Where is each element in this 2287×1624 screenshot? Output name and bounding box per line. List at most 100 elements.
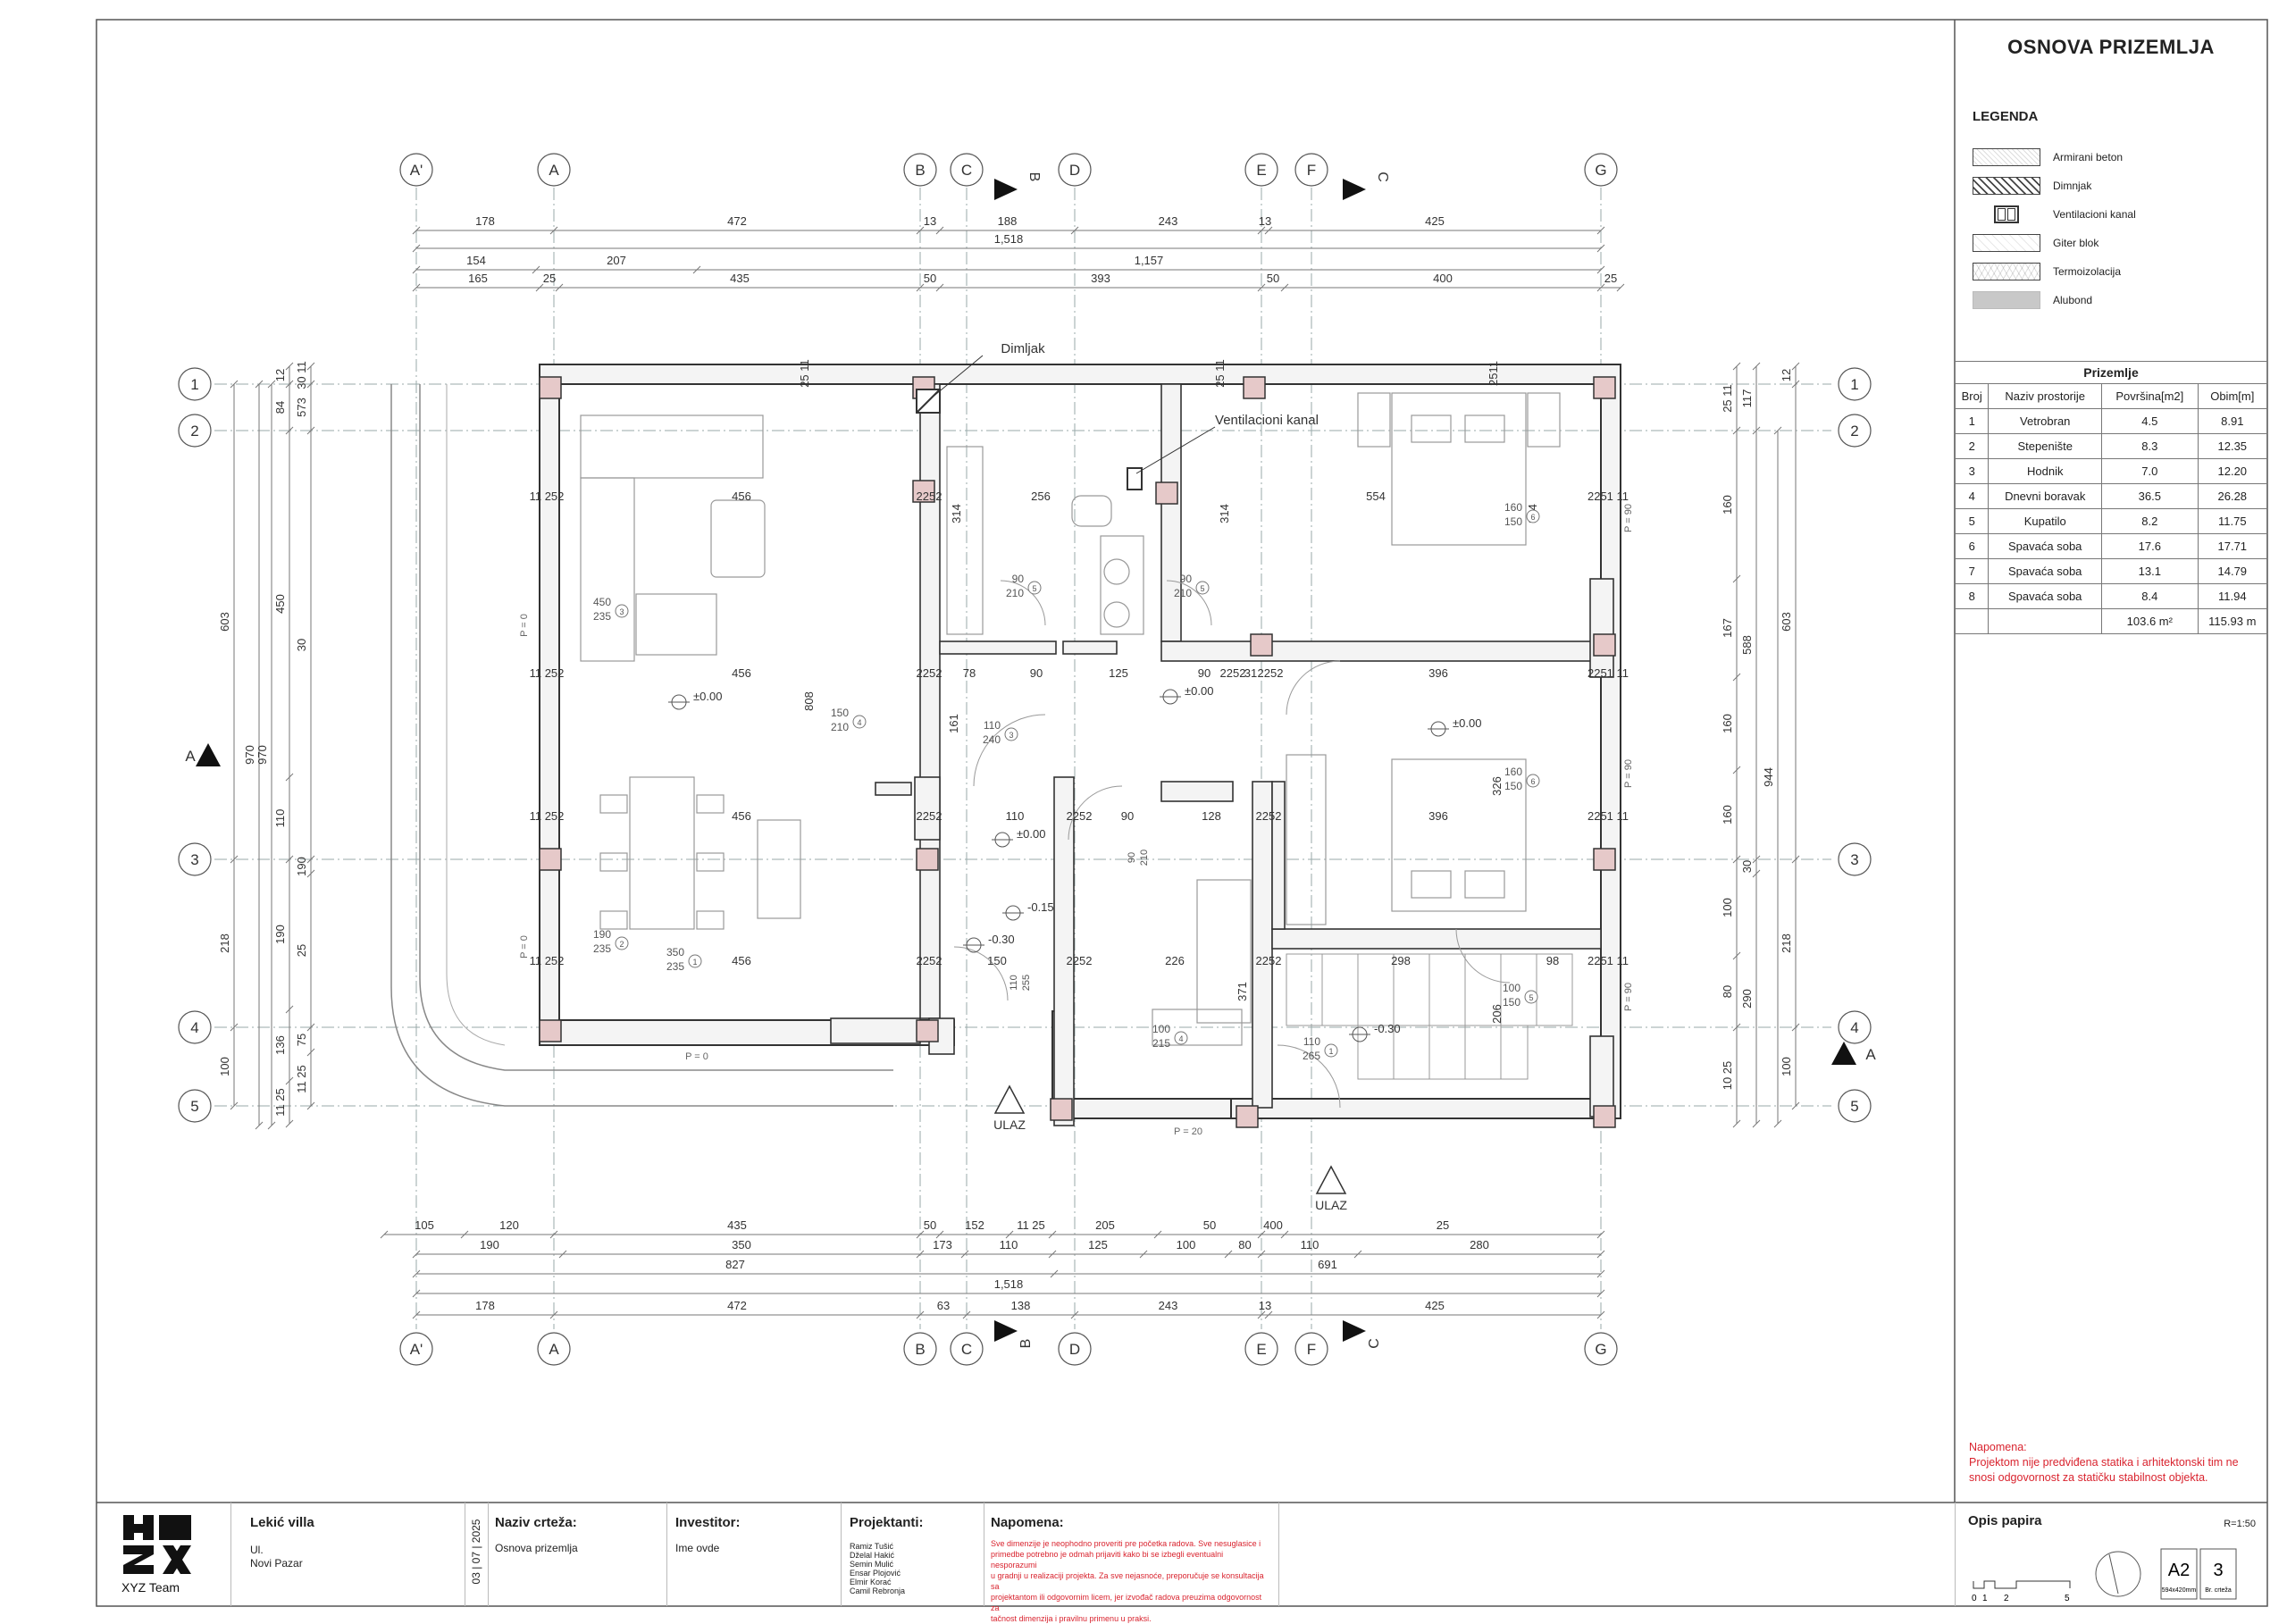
opening-height: 235 [593, 942, 611, 955]
opening-tag-icon [615, 604, 629, 618]
project-cell: Lekić villa Ul. Novi Pazar [230, 1503, 465, 1606]
dim-label: 2252 [917, 666, 942, 680]
xyz-team-logo: XYZ Team [121, 1515, 191, 1595]
opening-tag-icon [1174, 1031, 1188, 1045]
dim-label: 206 [1490, 1004, 1504, 1024]
dim-label: 298 [1391, 954, 1411, 967]
dim-label: 205 [1095, 1218, 1115, 1232]
dim-label: 554 [1366, 490, 1386, 503]
section-arrow-icon [1343, 179, 1366, 200]
dim-label: 75 [295, 1034, 308, 1046]
opening-width: 160 [1504, 501, 1522, 514]
axis-label-top: E [1256, 162, 1266, 179]
dim-label: 314 [1218, 504, 1231, 523]
dim-label: 160 [1721, 805, 1734, 825]
dim-label: 1,518 [994, 1277, 1024, 1291]
dim-label: 165 [468, 272, 488, 285]
investor-name: Ime ovde [675, 1542, 720, 1554]
axis-label-left: 1 [190, 376, 198, 393]
vent-label: Ventilacioni kanal [1215, 413, 1319, 428]
axis-bubble-bottom [399, 1332, 433, 1366]
dim-label: 98 [1546, 954, 1559, 967]
opening-tag-number: 4 [857, 718, 861, 727]
dim-label: 63 [937, 1299, 950, 1312]
furniture [580, 392, 1561, 1046]
dim-label: 12 [273, 369, 287, 381]
legend-title: LEGENDA [1973, 109, 2039, 124]
axis-label-left: 5 [190, 1098, 198, 1115]
opening-height: 210 [831, 721, 849, 733]
opening-width: 110 [1303, 1035, 1320, 1048]
dim-label: 11 252 [530, 666, 565, 680]
dim-label: 243 [1159, 1299, 1178, 1312]
dim-label: 90 [1030, 666, 1043, 680]
dim-label: 472 [727, 214, 747, 228]
dim-label: 110 [1000, 1238, 1018, 1251]
logo-caption: XYZ Team [121, 1580, 180, 1595]
dim-label: 393 [1091, 272, 1110, 285]
dim-label: 84 [273, 401, 287, 414]
axis-label-left: 4 [190, 1019, 198, 1036]
dim-label: 110 [1301, 1238, 1319, 1251]
parapet-label: P = 0 [685, 1051, 708, 1062]
dim-label: 13 [924, 214, 936, 228]
dim-label: 173 [933, 1238, 952, 1251]
opening-tag-icon [1524, 990, 1538, 1004]
opening-tag-number: 6 [1530, 513, 1535, 522]
dim-label: 2252 [1258, 666, 1284, 680]
axis-label-bottom: F [1307, 1341, 1316, 1358]
north-arrow-icon [2095, 1551, 2141, 1597]
dim-label: 280 [1470, 1238, 1489, 1251]
opening-width: 150 [831, 707, 849, 719]
opening-tag-icon [615, 936, 629, 950]
dim-label: 152 [965, 1218, 984, 1232]
logo-cell: XYZ Team [96, 1503, 231, 1606]
dim-label: 435 [730, 272, 750, 285]
dim-label: 80 [1238, 1238, 1251, 1251]
dim-label: 25 [1437, 1218, 1449, 1232]
dim-label: 472 [727, 1299, 747, 1312]
dim-label: 90 [1127, 852, 1137, 863]
axis-label-right: 1 [1850, 376, 1858, 393]
level-label: ±0.00 [1453, 716, 1481, 730]
dim-label: 970 [243, 745, 256, 765]
dim-label: 2252 [1220, 666, 1246, 680]
dim-label: 573 [295, 398, 308, 417]
axis-bubble-top [1294, 153, 1328, 187]
dim-label: 400 [1433, 272, 1453, 285]
dim-label: 691 [1318, 1258, 1337, 1271]
dim-label: 11 252 [530, 809, 565, 823]
dim-label: 425 [1425, 214, 1445, 228]
opening-height: 150 [1504, 515, 1522, 528]
door-swings [953, 580, 1511, 1109]
kitchen-counter [946, 446, 984, 635]
dim-label: 450 [273, 594, 287, 614]
dim-label: 2251 11 [1587, 666, 1629, 680]
dim-label: 161 [947, 714, 960, 733]
dim-label: 371 [1236, 982, 1249, 1001]
section-label: B [1018, 1339, 1034, 1349]
dim-label: 117 [1740, 389, 1754, 408]
opening-height: 210 [1006, 587, 1024, 599]
note-text: Sve dimenzije je neophodno proveriti pre… [991, 1539, 1264, 1623]
dim-label: 2251 11 [1587, 490, 1629, 503]
opening-tag-number: 3 [619, 607, 624, 616]
opening-width: 100 [1503, 982, 1520, 994]
leader-line [930, 355, 984, 399]
dim-label: 456 [732, 954, 751, 967]
opening-tag-icon [688, 954, 702, 968]
dim-label: 178 [475, 214, 495, 228]
dim-label: 110 [273, 809, 287, 828]
axis-bubble-right [1838, 1010, 1872, 1044]
opening-tag-number: 1 [1328, 1047, 1333, 1056]
svg-text:5: 5 [2065, 1594, 2070, 1603]
dim-label: 350 [732, 1238, 751, 1251]
dim-label: 190 [273, 925, 287, 944]
section-label: C [1367, 1338, 1382, 1349]
project-address: Ul. Novi Pazar [250, 1544, 303, 1570]
axis-bubble-left [178, 414, 212, 448]
legend-item-giter-blok: Giter blok [1973, 232, 2258, 254]
